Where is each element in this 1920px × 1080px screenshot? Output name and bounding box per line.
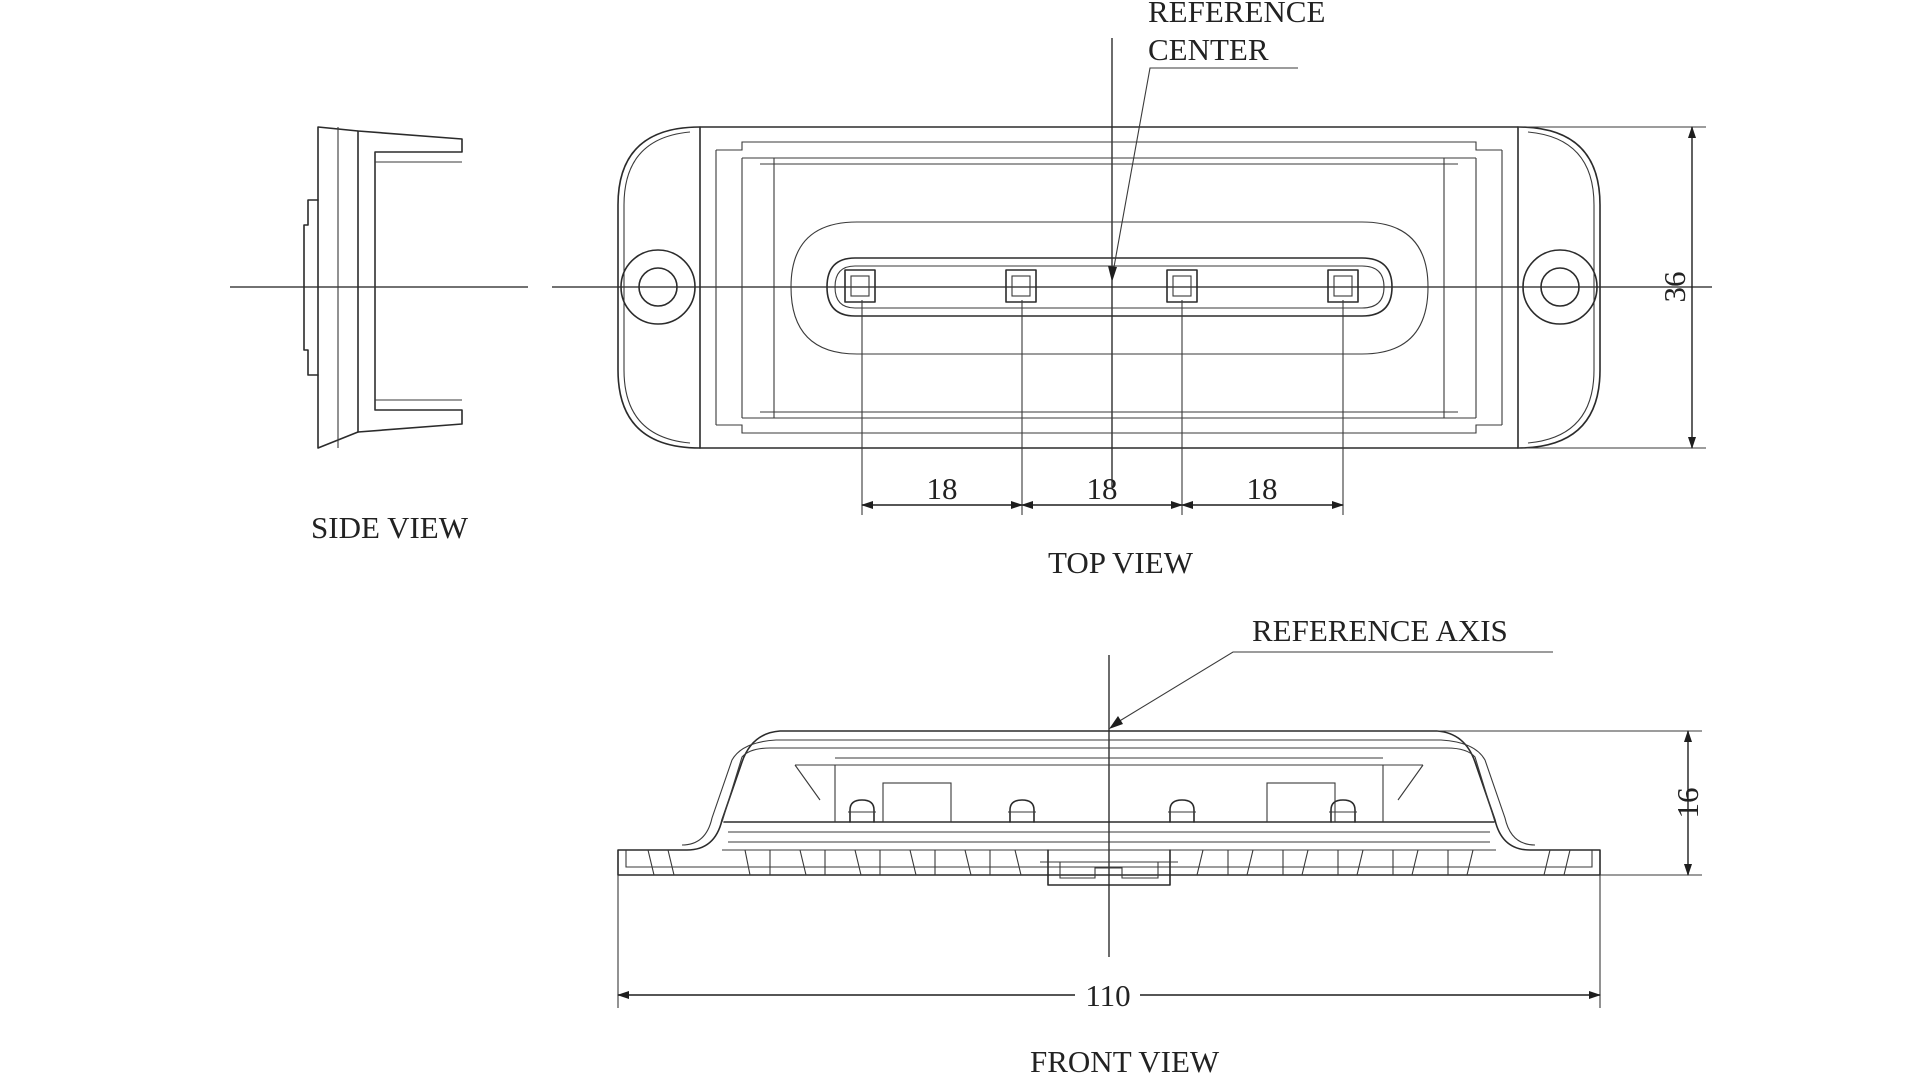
side-view-connector	[303, 199, 319, 376]
reference-axis-label: REFERENCE AXIS	[1252, 613, 1508, 648]
reference-center-label-line2: CENTER	[1148, 32, 1269, 67]
front-view-label: FRONT VIEW	[1030, 1044, 1220, 1079]
height-dimension-top	[1518, 126, 1706, 449]
front-led-3	[1169, 799, 1195, 823]
top-view-leds	[844, 269, 1359, 303]
led-pitch-3-value: 18	[1247, 471, 1278, 506]
led-2	[1005, 269, 1037, 303]
led-4	[1327, 269, 1359, 303]
right-mounting-hole	[1540, 267, 1580, 307]
side-view-drawing	[230, 126, 528, 449]
front-view-connector	[1047, 849, 1171, 886]
reference-axis-leader	[1112, 651, 1553, 726]
led-pitch-2-value: 18	[1087, 471, 1118, 506]
front-view-drawing: 16 110	[617, 651, 1705, 1013]
side-view-label: SIDE VIEW	[311, 510, 469, 545]
front-led-2	[1009, 799, 1035, 823]
led-1	[844, 269, 876, 303]
front-led-1	[849, 799, 875, 823]
led-3	[1166, 269, 1198, 303]
front-view-left-block	[882, 782, 952, 823]
front-view-right-block	[1266, 782, 1336, 823]
height-front-value: 16	[1670, 788, 1705, 819]
led-strip-inner	[834, 265, 1385, 309]
height-top-value: 36	[1657, 272, 1692, 303]
height-dimension-front	[1437, 730, 1702, 876]
led-strip-outer	[826, 257, 1393, 317]
front-view-fins	[647, 849, 1571, 876]
right-mounting-hole-boss	[1522, 249, 1598, 325]
lens-window	[790, 221, 1429, 355]
top-view-drawing: 18 18 18 36	[552, 38, 1712, 515]
led-pitch-1-value: 18	[927, 471, 958, 506]
left-mounting-hole-boss	[620, 249, 696, 325]
top-view-label: TOP VIEW	[1048, 545, 1194, 580]
reference-center-leader	[1111, 67, 1298, 279]
front-view-leds	[848, 799, 1357, 823]
reference-center-label-line1: REFERENCE	[1148, 0, 1325, 29]
left-mounting-hole	[638, 267, 678, 307]
front-led-4	[1330, 799, 1356, 823]
led-pitch-dimensions	[861, 300, 1344, 515]
overall-width-value: 110	[1085, 978, 1130, 1013]
overall-width-dimension	[617, 875, 1601, 1008]
